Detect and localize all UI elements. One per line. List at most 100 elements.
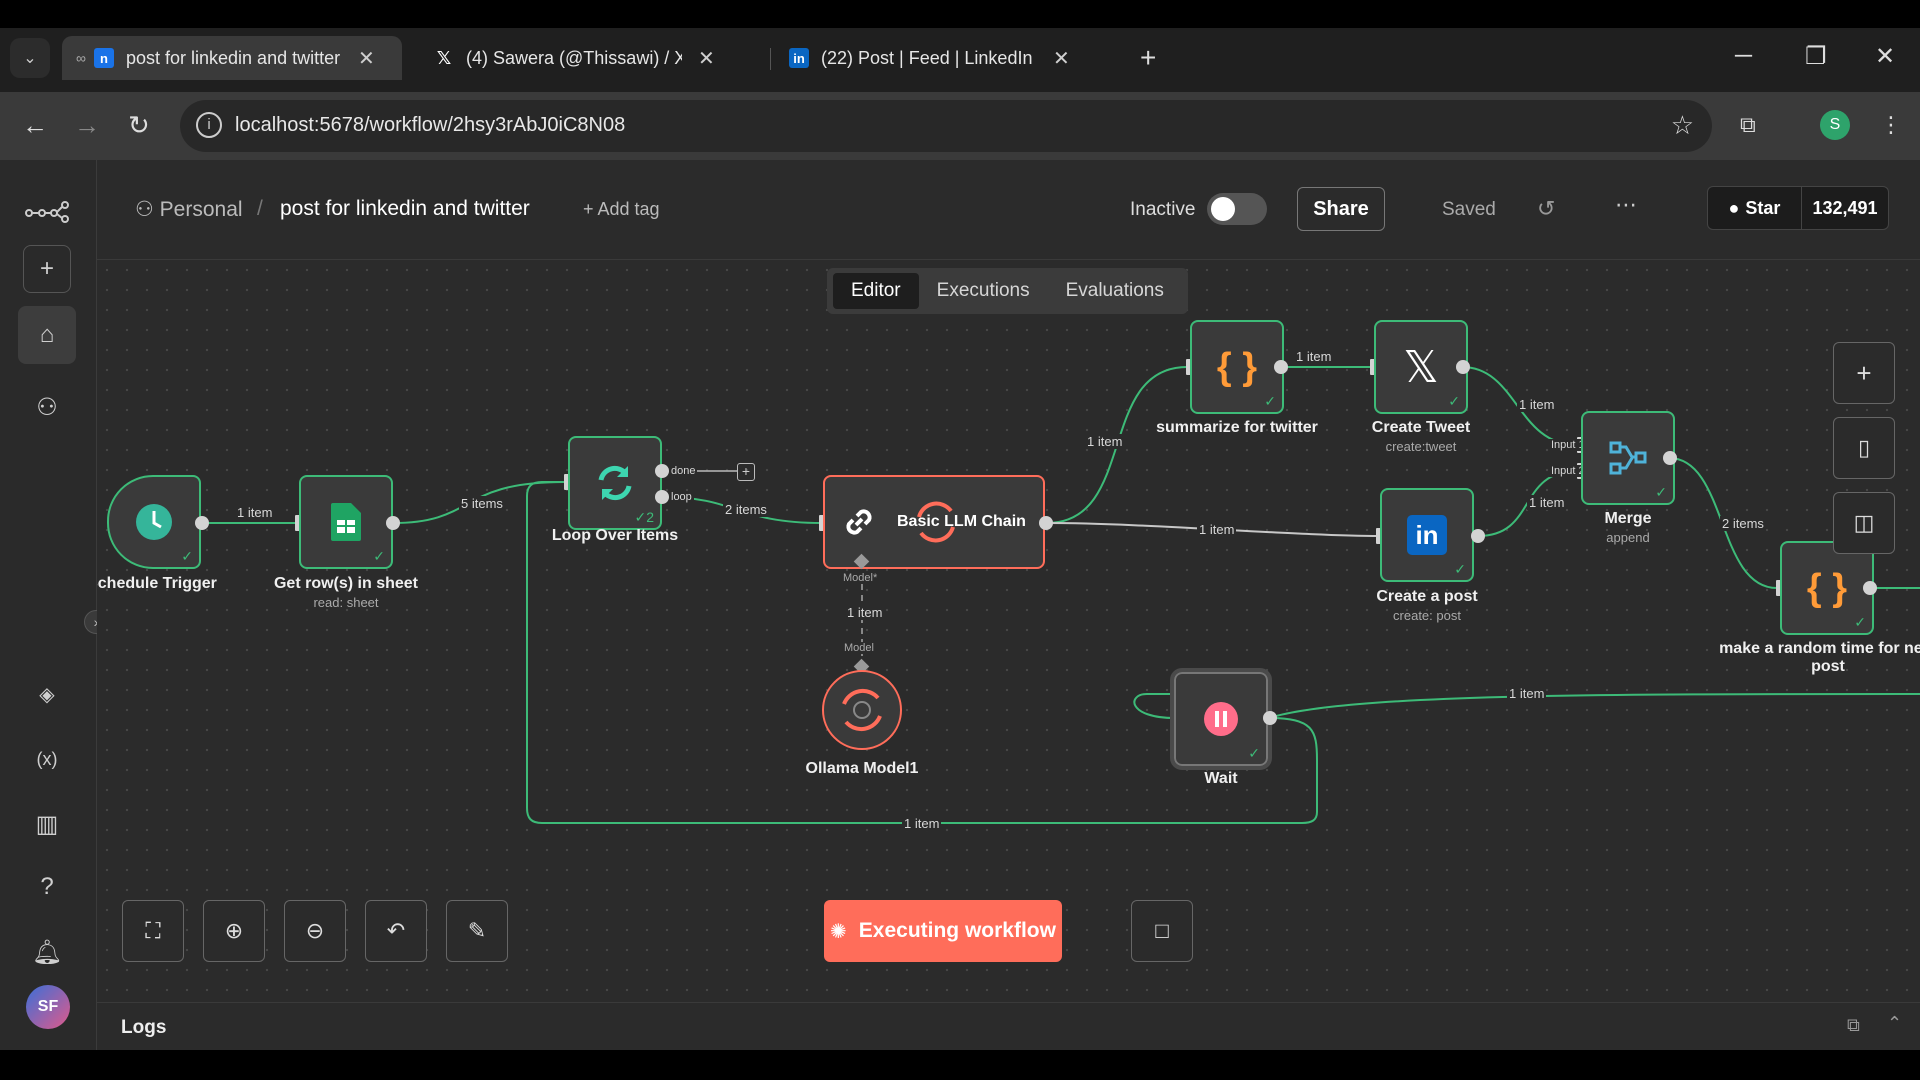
tab-editor[interactable]: Editor [833,273,919,309]
browser-tab-bar: ⌄ ∞ n post for linkedin and twitter ✕ 𝕏 … [0,28,1920,92]
back-icon[interactable]: ← [22,110,48,140]
home-icon[interactable]: ⌂ [18,306,76,364]
reload-icon[interactable]: ↻ [128,110,150,140]
address-bar[interactable]: i localhost:5678/workflow/2hsy3rAbJ0iC8N… [180,100,1712,152]
close-tab-icon[interactable]: ✕ [698,47,715,70]
site-info-icon[interactable]: i [196,112,222,138]
edge-label: 2 items [1720,516,1766,531]
add-node-plus-icon[interactable]: + [737,463,755,481]
output-port[interactable] [195,516,209,530]
node-label: Create a post [1376,588,1478,605]
new-tab-button[interactable]: + [1140,42,1157,73]
help-icon[interactable]: ? [40,873,54,900]
output-port[interactable] [1039,516,1053,530]
add-node-icon[interactable]: + [1833,342,1895,404]
output-port[interactable] [1274,360,1288,374]
output-port[interactable] [1456,360,1470,374]
user-icon[interactable]: ⚇ [36,393,58,421]
stop-execution-icon[interactable]: □ [1131,900,1193,962]
execute-workflow-button[interactable]: ✺ Executing workflow [824,900,1062,962]
node-label: Merge [1604,510,1652,527]
node-ollama-model[interactable] [822,670,902,750]
n8n-app: + ⌂ ⚇ ◈ (x) ▥ ? 🔔︎ SF › ⚇ Personal / pos… [0,160,1920,1050]
chevron-up-icon[interactable]: ⌃ [1887,1013,1903,1033]
undo-icon[interactable]: ↶ [365,900,427,962]
input-port[interactable] [1370,359,1377,375]
profile-avatar[interactable]: S [1820,110,1850,140]
tab-list-button[interactable]: ⌄ [10,38,50,78]
workflow-canvas[interactable]: Editor Executions Evaluations ✓ Schedule… [97,260,1920,1002]
node-schedule-trigger[interactable]: ✓ [107,475,201,569]
output-port[interactable] [386,516,400,530]
insights-chart-icon[interactable]: ▥ [35,810,59,838]
tab-evaluations[interactable]: Evaluations [1065,280,1164,301]
fit-view-icon[interactable]: ⛶ [122,900,184,962]
node-merge[interactable]: ✓ [1581,411,1675,505]
input-port[interactable] [1186,359,1193,375]
history-icon[interactable]: ↺ [1537,196,1556,221]
success-check-icon: ✓ [1448,393,1460,409]
n8n-logo-icon[interactable] [18,182,76,240]
github-icon: ● [1728,197,1740,218]
github-star-button[interactable]: ●Star [1708,186,1802,230]
github-star-widget[interactable]: ●Star 132,491 [1707,186,1889,230]
templates-icon[interactable]: ◈ [39,683,55,706]
input-port[interactable] [564,474,571,490]
node-loop-over-items[interactable]: ✓2 [568,436,662,530]
output-port[interactable] [1263,711,1277,725]
close-tab-icon[interactable]: ✕ [1053,47,1070,70]
bookmark-star-icon[interactable]: ☆ [1670,110,1694,140]
url-text[interactable]: localhost:5678/workflow/2hsy3rAbJ0iC8N08 [235,114,626,136]
node-wait[interactable]: ✓ [1170,668,1272,770]
node-basic-llm-chain[interactable]: Basic LLM Chain [823,475,1045,569]
input-port[interactable] [1170,710,1177,726]
restore-icon[interactable]: ❐ [1805,43,1827,70]
output-port[interactable] [1663,451,1677,465]
user-avatar[interactable]: SF [26,985,70,1029]
node-random-time[interactable]: { } ✓ [1780,541,1874,635]
notification-bell-icon[interactable]: 🔔︎ [31,938,63,966]
pop-out-icon[interactable]: ⧉ [1847,1015,1860,1035]
active-toggle[interactable] [1207,193,1267,225]
input-port[interactable] [1776,580,1783,596]
variables-icon[interactable]: (x) [36,748,58,769]
node-create-linkedin-post[interactable]: in ✓ [1380,488,1474,582]
close-tab-icon[interactable]: ✕ [357,47,375,70]
close-window-icon[interactable]: ✕ [1875,43,1896,70]
share-button[interactable]: Share [1297,187,1385,231]
input-port[interactable] [295,515,302,531]
browser-tab-active[interactable]: ∞ n post for linkedin and twitter ✕ [62,36,402,80]
x-logo-icon: 𝕏 [436,47,452,68]
loop-output-port[interactable] [655,490,669,504]
browser-tab-linkedin[interactable]: in (22) Post | Feed | LinkedIn ✕ [775,36,1115,80]
edge-label: 5 items [459,496,505,511]
node-create-tweet[interactable]: 𝕏 ✓ [1374,320,1468,414]
model-port-label: Model* [841,572,880,584]
extensions-icon[interactable]: ⧉ [1740,112,1756,137]
sticky-note-icon[interactable]: ▯ [1833,417,1895,479]
output-port[interactable] [1471,529,1485,543]
input-port[interactable] [1376,528,1383,544]
owner-crumb[interactable]: ⚇ Personal [135,197,243,222]
zoom-in-icon[interactable]: ⊕ [203,900,265,962]
add-icon[interactable]: + [23,245,71,293]
minimize-icon[interactable]: ─ [1735,42,1753,69]
browser-tab-x[interactable]: 𝕏 (4) Sawera (@Thissawi) / X ✕ [420,36,760,80]
node-label: Wait [1204,770,1238,787]
tab-executions[interactable]: Executions [936,280,1030,301]
more-options-icon[interactable]: ⋯ [1615,192,1637,217]
node-get-rows[interactable]: ✓ [299,475,393,569]
output-port[interactable] [1863,581,1877,595]
input-port[interactable] [819,515,826,531]
workflow-name[interactable]: post for linkedin and twitter [280,197,530,220]
add-tag-button[interactable]: + Add tag [583,199,660,219]
tidy-up-icon[interactable]: ✎ [446,900,508,962]
menu-kebab-icon[interactable]: ⋮ [1880,112,1902,137]
side-panel-icon[interactable]: ◫ [1833,492,1895,554]
zoom-out-icon[interactable]: ⊖ [284,900,346,962]
done-output-port[interactable] [655,464,669,478]
logs-panel[interactable]: Logs ⧉ ⌃ [97,1002,1920,1050]
node-summarize-twitter[interactable]: { } ✓ [1190,320,1284,414]
forward-icon[interactable]: → [74,110,100,140]
node-subtitle: create:tweet [1385,439,1457,454]
